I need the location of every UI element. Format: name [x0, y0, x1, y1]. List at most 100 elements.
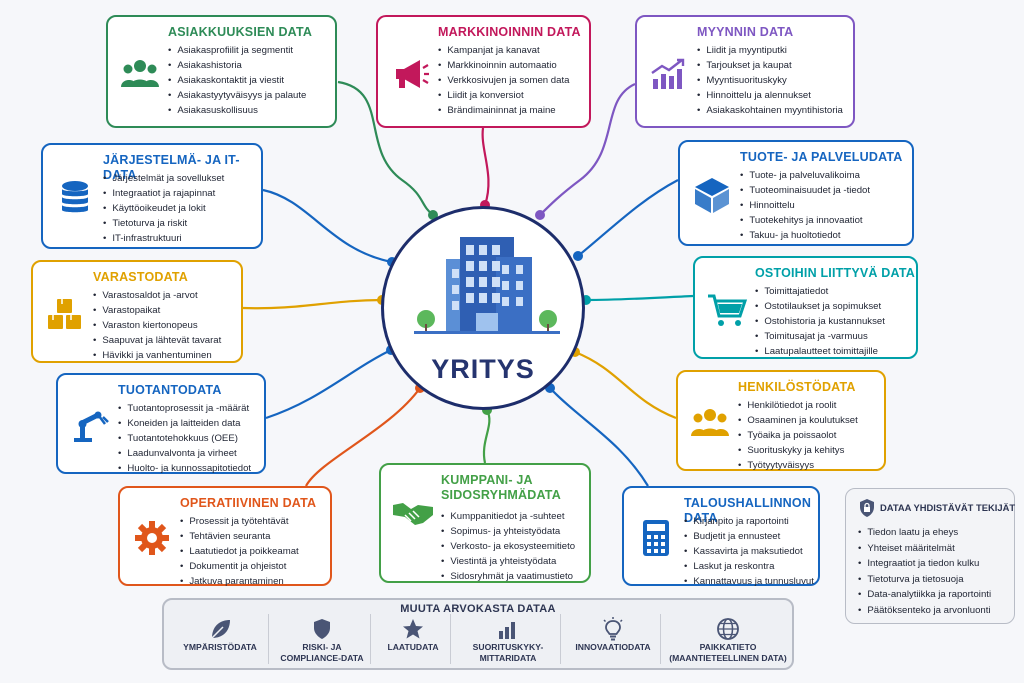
other-data-item: LAATUDATA: [374, 616, 452, 653]
robot-arm-icon: [68, 406, 112, 446]
card-items: Tuotantoprosessit ja -määrätKoneiden ja …: [118, 401, 251, 476]
cube-icon: [690, 175, 734, 215]
list-item: Laatutiedot ja poikkeamat: [180, 544, 298, 559]
lightbulb-icon: [564, 616, 662, 642]
card-items: Kampanjat ja kanavatMarkkinoinnin automa…: [438, 43, 569, 118]
card-hr: HENKILÖSTÖDATAHenkilötiedot ja roolitOsa…: [676, 370, 886, 471]
list-item: Asiakaskontaktit ja viestit: [168, 73, 306, 88]
card-product: TUOTE- JA PALVELUDATATuote- ja palveluva…: [678, 140, 914, 246]
list-item: Laatupalautteet toimittajille: [755, 344, 885, 359]
list-item: Integraatiot ja rajapinnat: [103, 186, 224, 201]
card-sales: MYYNNIN DATALiidit ja myyntiputkiTarjouk…: [635, 15, 855, 128]
list-item: Ostohistoria ja kustannukset: [755, 314, 885, 329]
divider: [268, 614, 269, 664]
card-it: JÄRJESTELMÄ- JA IT-DATAJärjestelmät ja s…: [41, 143, 263, 249]
card-items: Kumppanitiedot ja -suhteetSopimus- ja yh…: [441, 509, 575, 584]
growth-chart-icon: [647, 54, 691, 94]
list-item: Asiakashistoria: [168, 58, 306, 73]
list-item: Jatkuva parantaminen: [180, 574, 299, 589]
list-item: Tuotantoprosessit ja -määrät: [118, 401, 251, 416]
people-icon: [688, 403, 732, 443]
connecting-factors: DATAA YHDISTÄVÄT TEKIJÄT Tiedon laatu ja…: [845, 488, 1015, 624]
list-item: Kassavirta ja maksutiedot: [684, 544, 814, 559]
megaphone-icon: [388, 54, 432, 94]
list-item: Osaaminen ja koulutukset: [738, 413, 857, 428]
divider: [560, 614, 561, 664]
list-item: Varastopaikat: [93, 303, 221, 318]
list-item: Päätöksenteko ja arvonluonti: [858, 603, 991, 619]
list-item: Tietoturva ja riskit: [103, 216, 224, 231]
globe-icon: [664, 616, 792, 642]
list-item: Tuote- ja palveluvalikoima: [740, 168, 870, 183]
card-items: Tuote- ja palveluvalikoimaTuoteominaisuu…: [740, 168, 870, 243]
list-item: Prosessit ja työtehtävät: [180, 514, 299, 529]
card-title: TUOTANTODATA: [118, 383, 222, 397]
list-item: Laskut ja reskontra: [684, 559, 814, 574]
list-item: Ostotilaukset ja sopimukset: [755, 299, 885, 314]
handshake-icon: [391, 493, 435, 533]
card-title: MYYNNIN DATA: [697, 25, 794, 39]
card-title: OPERATIIVINEN DATA: [180, 496, 317, 510]
other-data-item: SUORITUSKYKY- MITTARIDATA: [454, 616, 562, 664]
card-items: ToimittajatiedotOstotilaukset ja sopimuk…: [755, 284, 885, 359]
card-partners: KUMPPANI- JA SIDOSRYHMÄDATAKumppanitiedo…: [379, 463, 591, 583]
list-item: Tuotantotehokkuus (OEE): [118, 431, 251, 446]
shopping-cart-icon: [705, 290, 749, 330]
card-marketing: MARKKINOINNIN DATAKampanjat ja kanavatMa…: [376, 15, 591, 128]
card-items: Henkilötiedot ja roolitOsaaminen ja koul…: [738, 398, 858, 473]
list-item: Huolto- ja kunnossapitotiedot: [118, 461, 251, 476]
other-data-item: RISKI- JA COMPLIANCE-DATA: [272, 616, 372, 664]
list-item: Toimittajatiedot: [755, 284, 885, 299]
list-item: Tuoteominaisuudet ja -tiedot: [740, 183, 870, 198]
boxes-icon: [43, 294, 87, 334]
lock-shield-icon: [860, 499, 874, 517]
list-item: Dokumentit ja ohjeistot: [180, 559, 299, 574]
other-data-label: LAATUDATA: [387, 642, 439, 652]
card-title: OSTOIHIN LIITTYVÄ DATA: [755, 266, 915, 280]
card-production: TUOTANTODATA Tuotantoprosessit ja -määrät…: [56, 373, 266, 474]
list-item: Verkosto- ja ekosysteemitieto: [441, 539, 575, 554]
link-product: [577, 179, 679, 257]
list-item: Toimitusajat ja -varmuus: [755, 329, 885, 344]
list-item: Hinnoittelu ja alennukset: [697, 88, 843, 103]
other-title: MUUTA ARVOKASTA DATAA: [400, 603, 556, 615]
list-item: Data-analytiikka ja raportointi: [858, 587, 991, 603]
card-operations: OPERATIIVINEN DATA Prosessit ja työtehtäv…: [118, 486, 332, 589]
link-finance: [549, 387, 649, 487]
list-item: Kannattavuus ja tunnusluvut: [684, 574, 814, 589]
list-item: Viestintä ja yhteistyödata: [441, 554, 575, 569]
divider: [370, 614, 371, 664]
list-item: Järjestelmät ja sovellukset: [103, 171, 224, 186]
divider: [660, 614, 661, 664]
factors-title: DATAA YHDISTÄVÄT TEKIJÄT: [880, 502, 1016, 513]
link-marketing: [481, 127, 490, 206]
other-data-item: INNOVAATIODATA: [564, 616, 662, 653]
factors-list: Tiedon laatu ja eheys Yhteiset määritelm…: [858, 525, 991, 618]
link-partners: [482, 409, 491, 464]
list-item: Kampanjat ja kanavat: [438, 43, 569, 58]
list-item: Sopimus- ja yhteistyödata: [441, 524, 575, 539]
list-item: Tiedon laatu ja eheys: [858, 525, 991, 541]
card-items: Varastosaldot ja -arvotVarastopaikatVara…: [93, 288, 221, 363]
link-operations: [305, 387, 421, 487]
leaf-icon: [172, 616, 268, 642]
list-item: Tietoturva ja tietosuoja: [858, 572, 991, 588]
list-item: Brändimaininnat ja maine: [438, 103, 569, 118]
card-title: ASIAKKUUKSIEN DATA: [168, 25, 313, 39]
list-item: Työaika ja poissaolot: [738, 428, 858, 443]
list-item: Tehtävien seuranta: [180, 529, 299, 544]
list-item: Myyntisuorituskyky: [697, 73, 843, 88]
list-item: Kirjanpito ja raportointi: [684, 514, 814, 529]
list-item: Liidit ja myyntiputki: [697, 43, 843, 58]
list-item: Asiakasuskollisuus: [168, 103, 306, 118]
list-item: Asiakastyytyväisyys ja palaute: [168, 88, 306, 103]
link-production: [265, 349, 392, 420]
list-item: IT-infrastruktuuri: [103, 231, 224, 246]
other-data-label: RISKI- JA COMPLIANCE-DATA: [280, 642, 364, 663]
database-icon: [53, 178, 97, 218]
list-item: Hävikki ja vanhentuminen: [93, 348, 221, 363]
list-item: Kumppanitiedot ja -suhteet: [441, 509, 575, 524]
link-customer: [337, 80, 434, 216]
card-procurement: OSTOIHIN LIITTYVÄ DATAToimittajatiedotOs…: [693, 256, 918, 359]
